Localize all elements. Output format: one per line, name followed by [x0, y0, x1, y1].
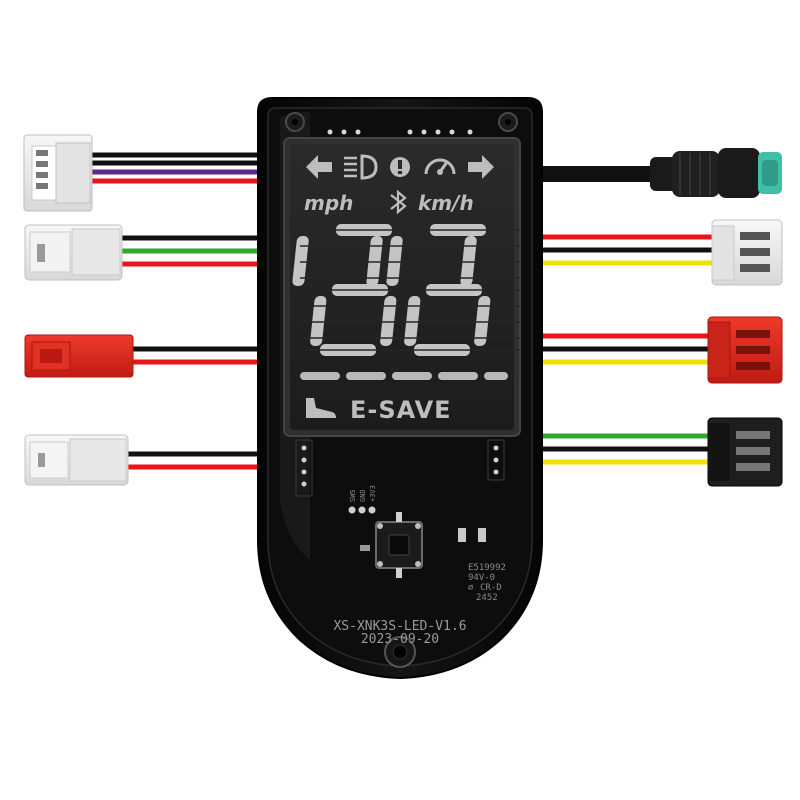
left-wire-group-1: [90, 152, 270, 184]
pcb-certification-text: E519992 94V-0 CR-D 2452 ⌀: [468, 563, 506, 603]
right-connector-white-3pin: [711, 219, 783, 286]
power-button[interactable]: [375, 512, 423, 578]
bluetooth-icon: [390, 189, 407, 215]
cert-line-1: E519992: [468, 563, 506, 573]
right-cable-to-waterproof-plug: [530, 166, 670, 182]
left-connector-red-2pin: [24, 334, 134, 378]
right-wire-group-1: [530, 234, 715, 266]
board-id-label: XS-XNK3S-LED-V1.6: [333, 619, 466, 634]
headlight-icon: [344, 154, 378, 180]
warning-icon: [390, 157, 410, 177]
left-connector-white-4pin: [23, 134, 93, 212]
left-wire-group-4: [125, 451, 270, 470]
right-connector-black-3pin: [707, 417, 783, 487]
pcb-area: SWS GND +3V3 E519992 94V-0 CR-D 2452 ⌀: [295, 439, 506, 647]
speed-digits-segment-display: [292, 224, 520, 356]
right-connector-red-3pin: [707, 316, 783, 384]
programming-pins: SWS GND +3V3: [348, 485, 377, 514]
pin-label-gnd: GND: [359, 489, 367, 502]
right-waterproof-plug: [650, 148, 782, 198]
left-wire-group-2: [120, 235, 270, 267]
lcd-screen: mph km/h: [283, 137, 521, 437]
units-kmh-label: km/h: [418, 191, 474, 215]
right-wire-group-2: [530, 333, 715, 365]
mode-label: E-SAVE: [350, 396, 452, 424]
top-led-dots: [327, 129, 473, 135]
board-date-label: 2023-09-20: [361, 632, 439, 647]
speedometer-icon: [424, 158, 456, 175]
left-connector-white-2pin: [24, 434, 129, 486]
pin-label-sws: SWS: [349, 489, 357, 502]
cert-line-4: 2452: [476, 593, 498, 603]
cert-line-2: 94V-0: [468, 573, 495, 583]
left-turn-arrow-icon: [306, 155, 332, 179]
right-wire-group-3: [530, 433, 715, 465]
units-mph-label: mph: [304, 191, 353, 215]
ul-mark: ⌀: [468, 583, 474, 593]
cert-line-3: CR-D: [480, 583, 502, 593]
battery-level-bar: [300, 372, 508, 380]
left-connector-white-3pin: [24, 224, 123, 281]
eco-mode-shoe-icon: [306, 398, 336, 418]
right-turn-arrow-icon: [468, 155, 494, 179]
left-wire-group-3: [130, 346, 270, 365]
pin-label-3v3: +3V3: [369, 485, 377, 502]
